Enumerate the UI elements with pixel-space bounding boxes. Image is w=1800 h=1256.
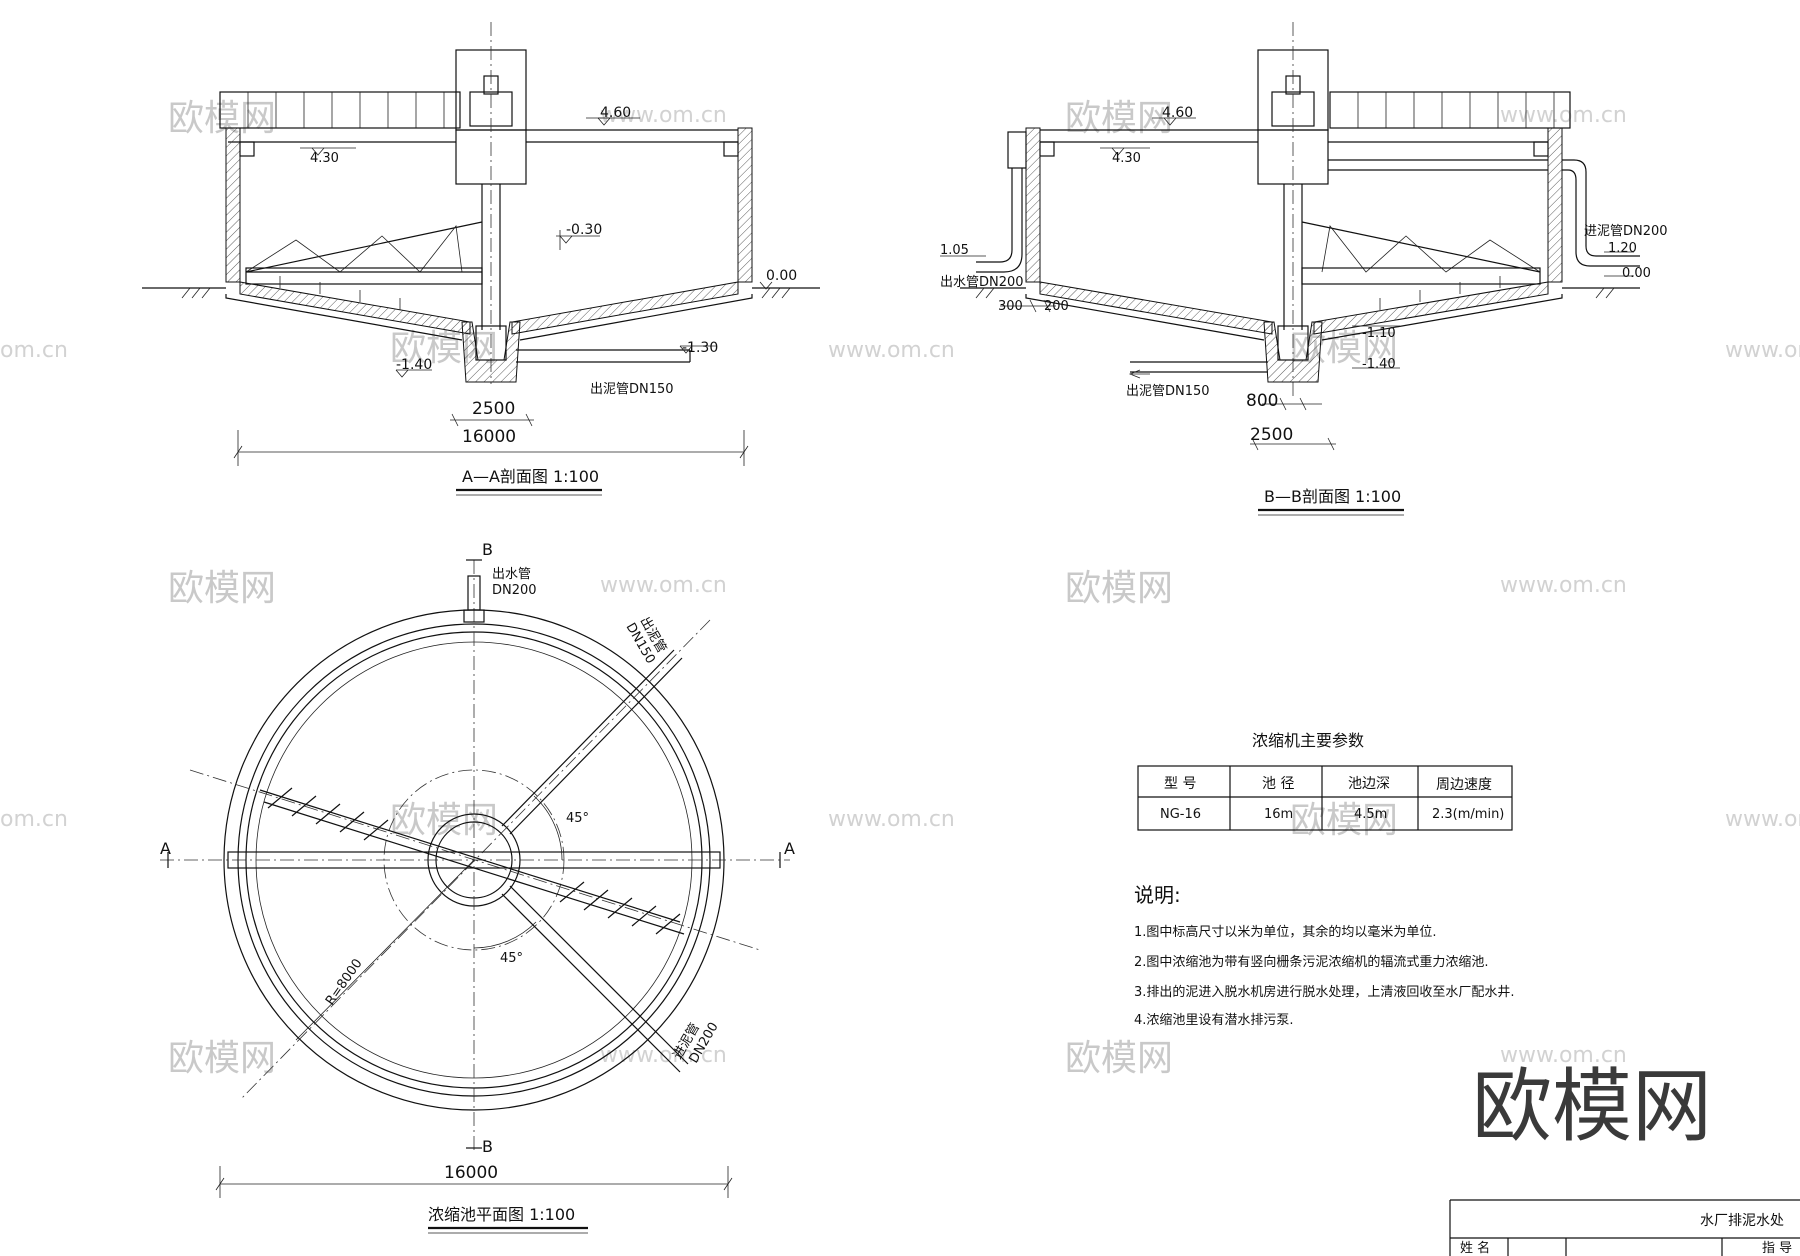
note-item: 3.排出的泥进入脱水机房进行脱水处理，上清液回收至水厂配水井. (1134, 984, 1515, 1000)
table-header: 周边速度 (1436, 777, 1492, 793)
watermark-url: www.om.cn (1725, 807, 1800, 832)
elev-label: 1.05 (940, 243, 969, 258)
watermark-logo: 欧模网 (168, 568, 276, 609)
params-table: 浓缩机主要参数 型 号 池 径 池边深 周边速度 NG-16 16m 4.5m … (1137, 731, 1513, 831)
watermark-logo: 欧模网 (1065, 1038, 1173, 1079)
note-item: 1.图中标高尺寸以米为单位，其余的均以毫米为单位. (1134, 924, 1437, 940)
pipe-label: 出泥管DN150 (1126, 384, 1210, 399)
elev-label: -1.40 (1362, 357, 1396, 372)
watermark-logo: 欧模网 (168, 1038, 276, 1079)
radius-label: R=8000 (323, 956, 366, 1008)
elev-label: 4.30 (310, 151, 339, 166)
note-item: 2.图中浓缩池为带有竖向栅条污泥浓缩机的辐流式重力浓缩池. (1134, 954, 1489, 970)
brand-logo: 欧模网 (1472, 1060, 1712, 1153)
dimension-label: 300 (998, 299, 1023, 314)
watermark-url: www.om.cn (828, 338, 955, 363)
elev-label: 4.60 (600, 105, 631, 121)
watermark-logo: 欧模网 (1065, 568, 1173, 609)
project-title: 水厂排泥水处 (1700, 1213, 1784, 1229)
elev-label: -1.40 (396, 357, 432, 373)
pipe-label: 出泥管DN150 (590, 382, 674, 397)
watermark-url: www.om.cn (1500, 1043, 1627, 1068)
pipe-label: 进泥管DN200 (1584, 224, 1668, 239)
table-cell: 2.3(m/min) (1432, 807, 1504, 822)
plan-title: 浓缩池平面图 1:100 (428, 1205, 575, 1224)
table-cell: NG-16 (1160, 807, 1201, 822)
dimension-label: 16000 (444, 1163, 498, 1183)
watermark-logo: 欧模网 (168, 98, 276, 139)
guide-label: 指 导 (1762, 1241, 1792, 1256)
angle-label: 45° (566, 811, 589, 826)
elev-label: -0.30 (566, 222, 602, 238)
elev-label: -1.30 (682, 340, 718, 356)
watermark-url: www.om.cn (600, 103, 727, 128)
params-title: 浓缩机主要参数 (1252, 731, 1364, 750)
plan-drawing (160, 559, 790, 1234)
notes-heading: 说明: (1134, 883, 1181, 907)
angle-label: 45° (500, 951, 523, 966)
pipe-label: 出水管 (492, 567, 531, 582)
watermark-layer: 欧模网 欧模网 欧模网 欧模网 欧模网 欧模网 欧模网 欧模网 欧模网 欧模网 … (0, 98, 1800, 1079)
watermark-url: www.om.cn (1500, 573, 1627, 598)
watermark-url: www.om.cn (1725, 338, 1800, 363)
table-cell: 16m (1264, 807, 1293, 822)
section-b-labels: 4.60 4.30 1.05 出水管DN200 300 200 进泥管DN200… (940, 105, 1668, 506)
dimension-label: 2500 (1250, 425, 1293, 445)
section-marker-label: A (160, 839, 171, 858)
dimension-label: 200 (1044, 299, 1069, 314)
notes: 说明: 1.图中标高尺寸以米为单位，其余的均以毫米为单位. 2.图中浓缩池为带有… (1134, 883, 1515, 1028)
section-marker-label: A (784, 839, 795, 858)
watermark-logo: 欧模网 (1290, 800, 1398, 841)
dimension-label: 2500 (472, 399, 515, 419)
title-block: 水厂排泥水处 姓 名 指 导 (1449, 1199, 1800, 1256)
note-item: 4.浓缩池里设有潜水排污泵. (1134, 1012, 1294, 1028)
plan-labels: B B A A 出水管 DN200 出泥管 DN150 进泥管 DN200 45… (160, 540, 795, 1224)
name-label: 姓 名 (1460, 1240, 1490, 1256)
elev-label: 4.30 (1112, 151, 1141, 166)
elev-label: 1.20 (1608, 241, 1637, 256)
watermark-url: www.om.cn (1500, 103, 1627, 128)
table-header: 型 号 (1164, 776, 1196, 792)
elev-label: -1.10 (1362, 326, 1396, 341)
section-a-title: A—A剖面图 1:100 (462, 467, 599, 486)
elev-label: 0.00 (1622, 266, 1651, 281)
table-cell: 4.5m (1354, 807, 1387, 822)
watermark-url: om.cn (0, 338, 68, 363)
pipe-label: DN200 (492, 583, 537, 598)
dimension-label: 800 (1246, 391, 1278, 411)
pipe-label: 出水管DN200 (940, 275, 1024, 290)
watermark-url: www.om.cn (600, 573, 727, 598)
section-a-labels: 4.60 4.30 -0.30 0.00 -1.30 -1.40 2500 16… (310, 105, 797, 486)
elev-label: 4.60 (1162, 105, 1193, 121)
section-a-drawing (142, 22, 820, 496)
dimension-label: 16000 (462, 427, 516, 447)
section-b-title: B—B剖面图 1:100 (1264, 487, 1401, 506)
watermark-logo: 欧模网 (390, 800, 498, 841)
table-header: 池 径 (1262, 776, 1294, 792)
table-header: 池边深 (1348, 776, 1390, 792)
watermark-url: www.om.cn (828, 807, 955, 832)
section-marker-label: B (482, 1137, 493, 1156)
watermark-url: om.cn (0, 807, 68, 832)
section-b-drawing (940, 22, 1640, 516)
watermark-logo: 欧模网 (1065, 98, 1173, 139)
elev-label: 0.00 (766, 268, 797, 284)
section-marker-label: B (482, 540, 493, 559)
